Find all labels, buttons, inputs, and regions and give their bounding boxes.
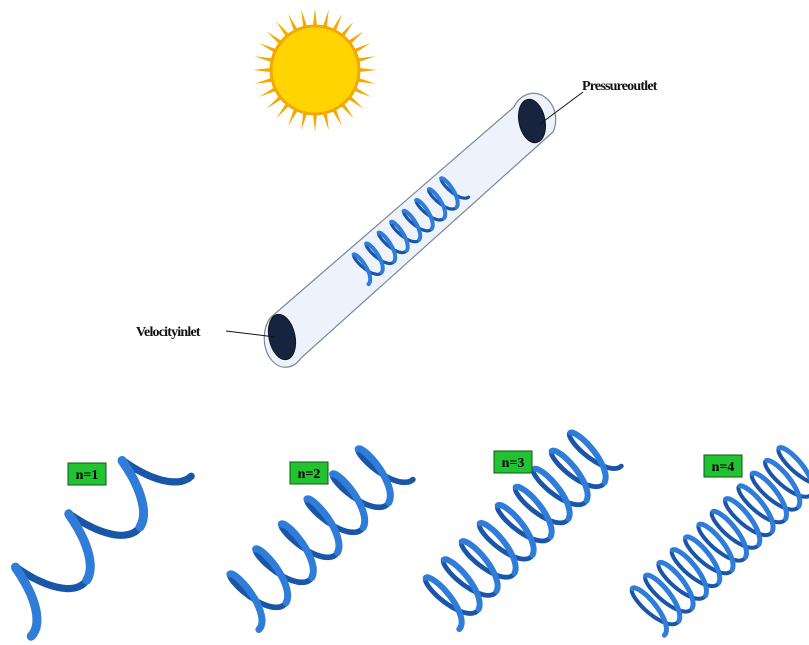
coil-icon [226,445,416,633]
coil-icon [11,456,195,641]
coil-variant-4: n=4 [629,445,809,638]
variant-tag: n=3 [493,450,533,474]
variant-tag-box [289,461,329,485]
outlet-end [517,98,547,144]
inlet-end [267,313,297,361]
variant-tag-box [67,462,107,486]
variant-tag: n=2 [289,461,329,485]
outlet-leader-line [539,91,584,125]
variant-tag-box [493,450,533,474]
coil-icon [629,445,809,638]
coil-variant-1: n=1 [11,456,195,641]
coil-variants-row: n=1 n=2 n=3 n=4 [11,429,809,641]
variant-label: n=1 [76,468,99,483]
variant-label: n=3 [502,456,525,471]
tube-icon [263,92,557,368]
variant-label: n=4 [712,460,735,475]
sun-icon [253,8,377,132]
variant-tag: n=1 [67,462,107,486]
inner-coil-icon [351,176,471,287]
coil-icon [422,429,624,633]
coil-variant-3: n=3 [422,429,624,633]
inlet-label: Velocityinlet [136,325,201,340]
coil-variant-2: n=2 [226,445,416,633]
outlet-label: Pressureoutlet [582,79,658,94]
variant-tag-box [703,454,743,478]
variant-label: n=2 [298,467,321,482]
inlet-leader-line [225,330,276,338]
variant-tag: n=4 [703,454,743,478]
